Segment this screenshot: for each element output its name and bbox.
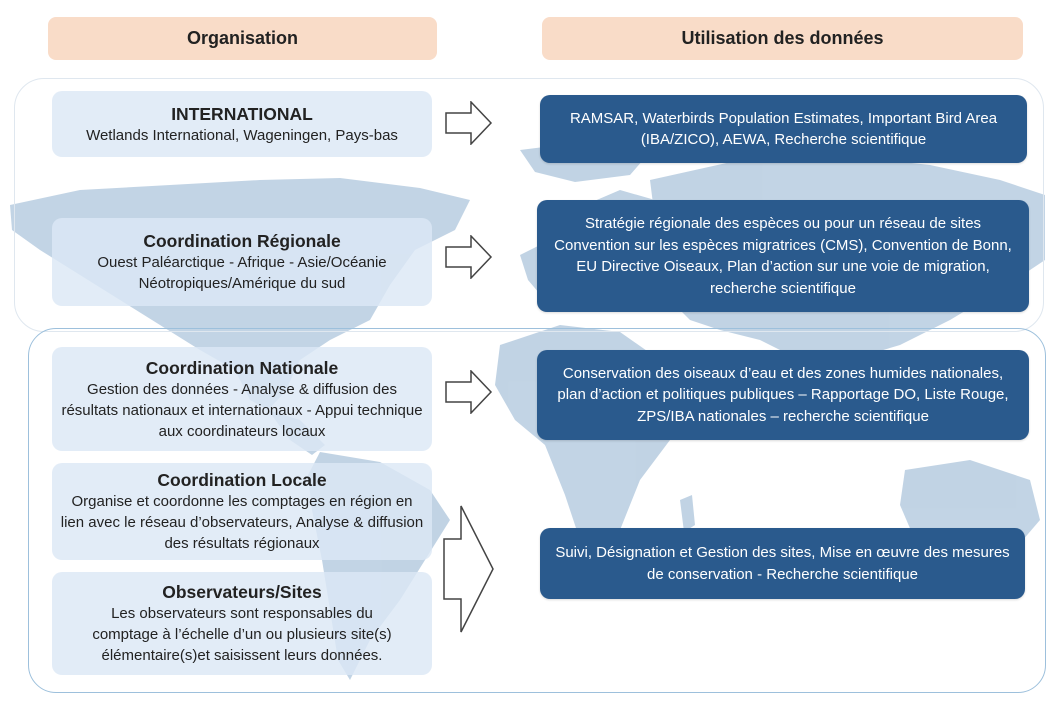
arrow-right-icon — [445, 235, 493, 279]
data-usage-header: Utilisation des données — [542, 17, 1023, 60]
usage-national: Conservation des oiseaux d’eau et des zo… — [537, 350, 1029, 440]
international-frame — [14, 78, 1044, 332]
usage-local: Suivi, Désignation et Gestion des sites,… — [540, 528, 1025, 599]
level-international: INTERNATIONAL Wetlands International, Wa… — [52, 91, 432, 157]
organisation-header: Organisation — [48, 17, 437, 60]
level-title: Coordination Locale — [157, 470, 327, 490]
level-national: Coordination Nationale Gestion des donné… — [52, 347, 432, 451]
large-arrow-right-icon — [443, 505, 494, 633]
level-observers: Observateurs/Sites Les observateurs sont… — [52, 572, 432, 675]
level-title: Coordination Régionale — [143, 231, 341, 251]
arrow-right-icon — [445, 370, 493, 414]
level-regional: Coordination Régionale Ouest Paléarctiqu… — [52, 218, 432, 306]
level-local: Coordination Locale Organise et coordonn… — [52, 463, 432, 560]
level-description: Wetlands International, Wageningen, Pays… — [86, 126, 398, 144]
level-description: Ouest Paléarctique - Afrique - Asie/Océa… — [97, 254, 387, 292]
level-description: Gestion des données - Analyse & diffusio… — [61, 380, 423, 440]
usage-text: Conservation des oiseaux d’eau et des zo… — [557, 364, 1009, 425]
level-title: INTERNATIONAL — [171, 103, 313, 124]
level-description: Organise et coordonne les comptages en r… — [60, 493, 424, 552]
usage-text: RAMSAR, Waterbirds Population Estimates,… — [569, 109, 998, 149]
usage-regional: Stratégie régionale des espèces ou pour … — [537, 200, 1029, 312]
usage-text: Suivi, Désignation et Gestion des sites,… — [555, 544, 1010, 583]
arrow-right-icon — [445, 101, 493, 145]
level-title: Coordination Nationale — [145, 357, 339, 378]
usage-text: Stratégie régionale des espèces ou pour … — [554, 215, 1012, 297]
national-local-frame — [28, 328, 1046, 693]
usage-international: RAMSAR, Waterbirds Population Estimates,… — [540, 95, 1027, 163]
level-description: Les observateurs sont responsables du co… — [92, 605, 392, 664]
level-title: Observateurs/Sites — [162, 582, 322, 602]
